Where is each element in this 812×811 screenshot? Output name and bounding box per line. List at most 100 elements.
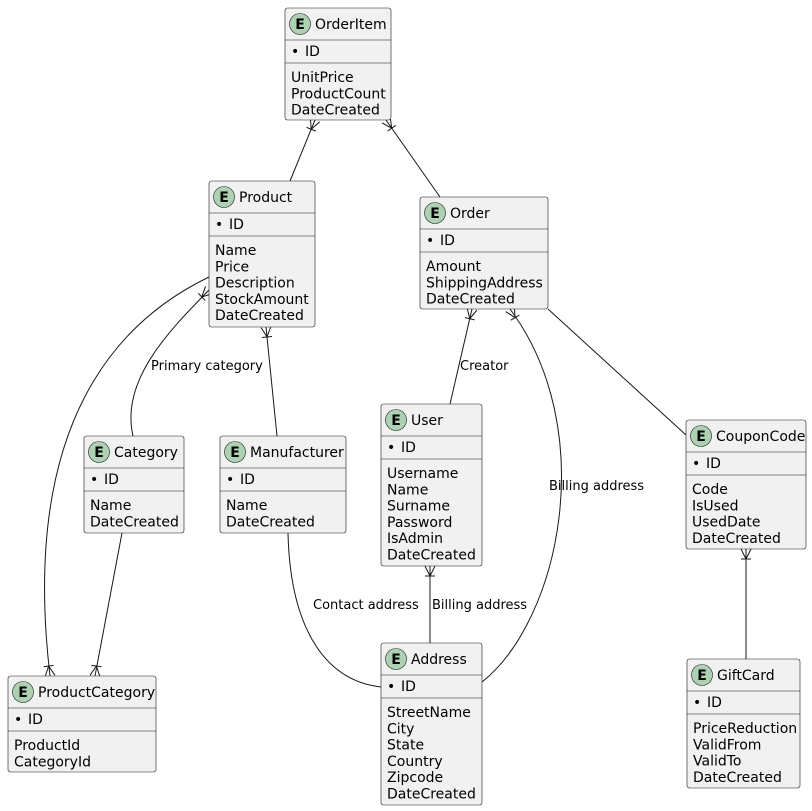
entity-icon — [289, 13, 311, 35]
cardinality-bar — [510, 314, 520, 321]
relation-order-user — [449, 307, 478, 405]
entity-key-attribute: ID — [401, 679, 416, 695]
relation-line — [547, 308, 687, 436]
entity-attribute: Name — [226, 498, 267, 514]
entity-attribute: Name — [215, 243, 256, 259]
entity-attribute: UsedDate — [692, 515, 761, 531]
entity-icon-letter: E — [230, 445, 240, 461]
relation-label-order-address: Billing address — [549, 479, 644, 494]
entity-box — [7, 675, 157, 773]
entity-attribute: Price — [215, 259, 249, 275]
relationships — [43, 117, 752, 688]
entity-box — [380, 403, 483, 567]
entity-title: Address — [411, 652, 467, 668]
entity-attribute: DateCreated — [215, 308, 304, 324]
relation-line — [481, 308, 562, 683]
entity-title: ProductCategory — [38, 685, 155, 701]
entity-box — [208, 180, 316, 328]
entity-attribute: Description — [215, 276, 295, 292]
entity-attribute: UnitPrice — [291, 70, 354, 86]
relation-product-manufacturer — [260, 326, 278, 437]
relation-orderitem-product — [289, 118, 320, 182]
entity-attribute: Country — [387, 754, 443, 770]
relation-couponcode-giftcard — [740, 548, 752, 659]
relation-label-user-address: Billing address — [432, 598, 527, 613]
entity-box — [380, 642, 483, 806]
entity-key-attribute: ID — [104, 472, 119, 488]
cardinality-bar — [261, 335, 273, 338]
entity-attribute: ProductCount — [291, 86, 386, 102]
entity-key-marker: • — [226, 472, 234, 488]
entity-title: User — [411, 413, 443, 429]
entity-attribute: IsUsed — [692, 498, 738, 514]
relation-label-order-user: Creator — [460, 359, 509, 374]
relation-line — [265, 326, 278, 437]
entity-icon-letter: E — [94, 445, 104, 461]
relation-user-address — [424, 565, 436, 643]
entity-attribute: Code — [692, 482, 728, 498]
entity-icon — [385, 409, 407, 431]
entity-key-attribute: ID — [229, 217, 244, 233]
relation-line — [44, 276, 210, 677]
entity-icon-letter: E — [295, 17, 305, 33]
entity-icon — [424, 202, 446, 224]
entity-attribute: PriceReduction — [693, 721, 797, 737]
entity-attribute: Name — [387, 482, 428, 498]
entity-title: Category — [114, 445, 178, 461]
entity-attribute: StreetName — [387, 705, 471, 721]
cardinality-bar — [387, 124, 397, 132]
relation-orderitem-order — [381, 117, 441, 198]
entity-icon-letter: E — [391, 652, 401, 668]
entity-icon-letter: E — [391, 413, 401, 429]
entity-icon-letter: E — [430, 206, 440, 222]
entity-title: GiftCard — [717, 668, 775, 684]
entity-icon-letter: E — [18, 685, 28, 701]
relation-order-couponcode — [547, 308, 687, 436]
entity-attribute: StockAmount — [215, 292, 309, 308]
entity-attribute: Username — [387, 466, 458, 482]
entity-attribute: DateCreated — [692, 531, 781, 547]
relation-line — [287, 532, 382, 688]
entity-attribute: DateCreated — [387, 787, 476, 803]
relation-line — [449, 308, 473, 405]
entity-key-attribute: ID — [707, 695, 722, 711]
entity-key-marker: • — [215, 217, 223, 233]
entity-icon — [224, 441, 246, 463]
cardinality-bar — [197, 293, 206, 301]
entity-key-attribute: ID — [401, 440, 416, 456]
entity-attribute: ValidTo — [693, 754, 741, 770]
entity-icon — [12, 681, 34, 703]
relation-label-product-category: Primary category — [151, 359, 263, 374]
relation-line — [94, 532, 123, 677]
entity-attribute: ProductId — [14, 738, 80, 754]
entity-key-attribute: ID — [28, 712, 43, 728]
entity-key-marker: • — [291, 44, 299, 60]
entity-key-marker: • — [693, 695, 701, 711]
entity-attribute: DateCreated — [226, 514, 315, 530]
entity-attribute: Surname — [387, 499, 450, 515]
entity-key-marker: • — [692, 456, 700, 472]
entity-key-marker: • — [90, 472, 98, 488]
entity-icon — [213, 186, 235, 208]
entity-icon-letter: E — [219, 190, 229, 206]
entity-title: Manufacturer — [250, 445, 344, 461]
entity-attribute: IsAdmin — [387, 531, 443, 547]
entity-key-marker: • — [14, 712, 22, 728]
entity-box — [284, 7, 392, 121]
cardinality-bar — [464, 317, 475, 321]
entity-attribute: DateCreated — [387, 548, 476, 564]
entity-attribute: Amount — [426, 259, 482, 275]
entity-key-marker: • — [387, 679, 395, 695]
entity-icon — [88, 441, 110, 463]
relation-category-productcategory — [89, 532, 123, 677]
entity-attribute: Zipcode — [387, 770, 443, 786]
entity-key-marker: • — [426, 233, 434, 249]
relation-line — [385, 119, 441, 198]
